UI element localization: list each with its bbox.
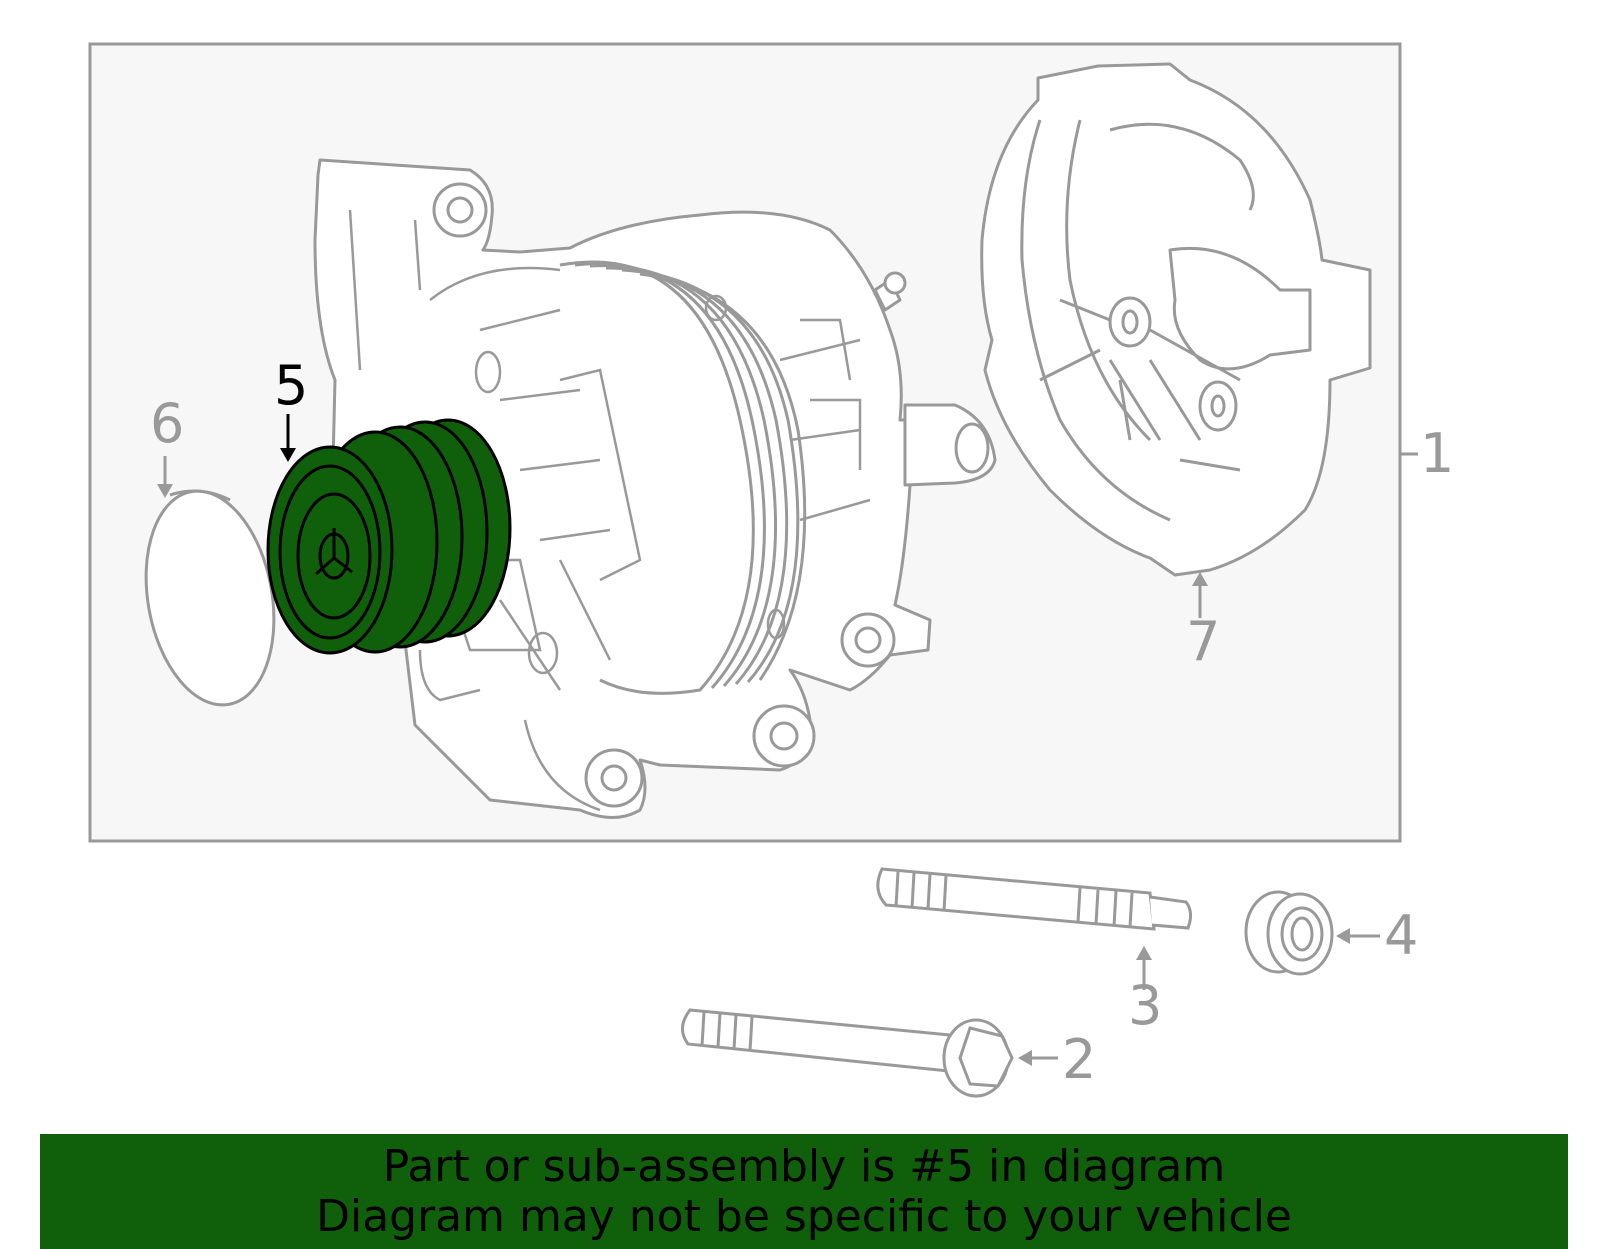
callout-2: 2 — [1062, 1028, 1096, 1091]
nut — [1244, 890, 1334, 976]
through-bolt — [876, 867, 1193, 931]
callout-1: 1 — [1420, 422, 1454, 485]
callout-4: 4 — [1384, 904, 1418, 967]
leader-line-active — [280, 414, 296, 462]
info-banner: Part or sub-assembly is #5 in diagram Di… — [40, 1134, 1568, 1249]
banner-line-1: Part or sub-assembly is #5 in diagram — [382, 1141, 1226, 1192]
leader-lines — [157, 452, 1418, 1066]
rear-cover — [980, 62, 1372, 577]
callout-7: 7 — [1186, 610, 1220, 673]
pulley-highlighted — [266, 418, 512, 655]
callout-3: 3 — [1128, 974, 1162, 1037]
banner-line-2: Diagram may not be specific to your vehi… — [316, 1191, 1292, 1242]
bolt — [681, 1008, 1014, 1098]
callout-5: 5 — [274, 354, 308, 417]
callout-6: 6 — [150, 392, 184, 455]
alternator-housing — [313, 158, 997, 819]
